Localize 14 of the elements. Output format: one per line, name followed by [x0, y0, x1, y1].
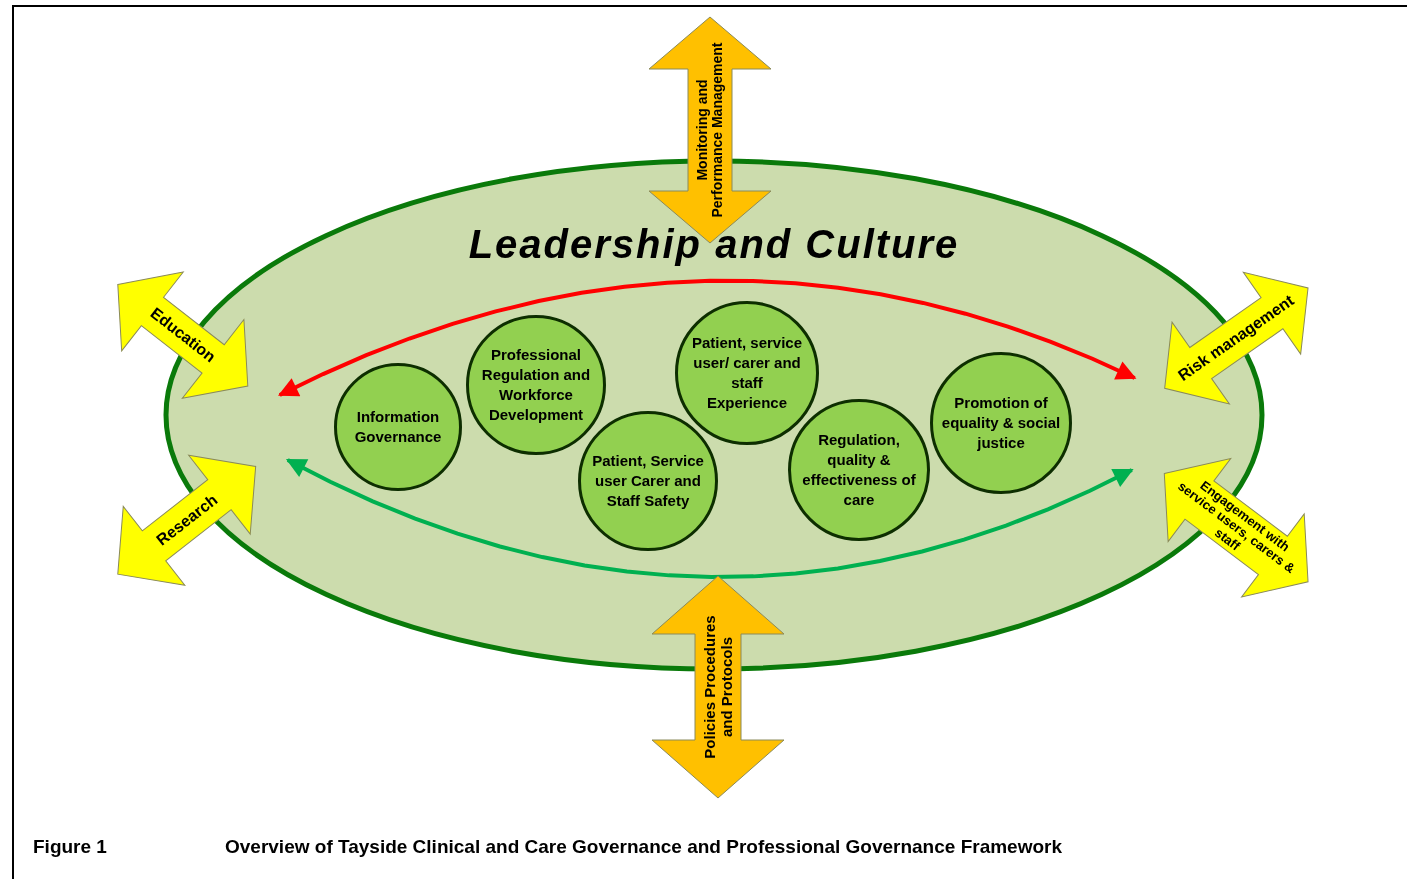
- node-label: Regulation, quality & effectiveness of care: [801, 430, 917, 510]
- figure-caption: Overview of Tayside Clinical and Care Governance and Professional Governance Framework: [225, 836, 1062, 858]
- node-label: Patient, service user/ carer and staff Experience: [691, 333, 803, 413]
- double-arrow: [652, 576, 784, 798]
- figure-number: Figure 1: [33, 836, 107, 858]
- node-label: Patient, Service user Carer and Staff Safety: [591, 451, 705, 511]
- arrow-label: Policies Procedures and Protocols: [701, 614, 735, 761]
- arrow-label: Monitoring and Performance Management: [694, 41, 726, 220]
- node-label: Promotion of equality & social justice: [940, 393, 1062, 453]
- region-title: Leadership and Culture: [467, 222, 961, 267]
- curved-arrow: [285, 458, 1134, 579]
- curved-arrow: [278, 278, 1137, 397]
- node-label: Professional Regulation and Workforce Development: [480, 345, 592, 425]
- node-label: Information Governance: [353, 407, 443, 447]
